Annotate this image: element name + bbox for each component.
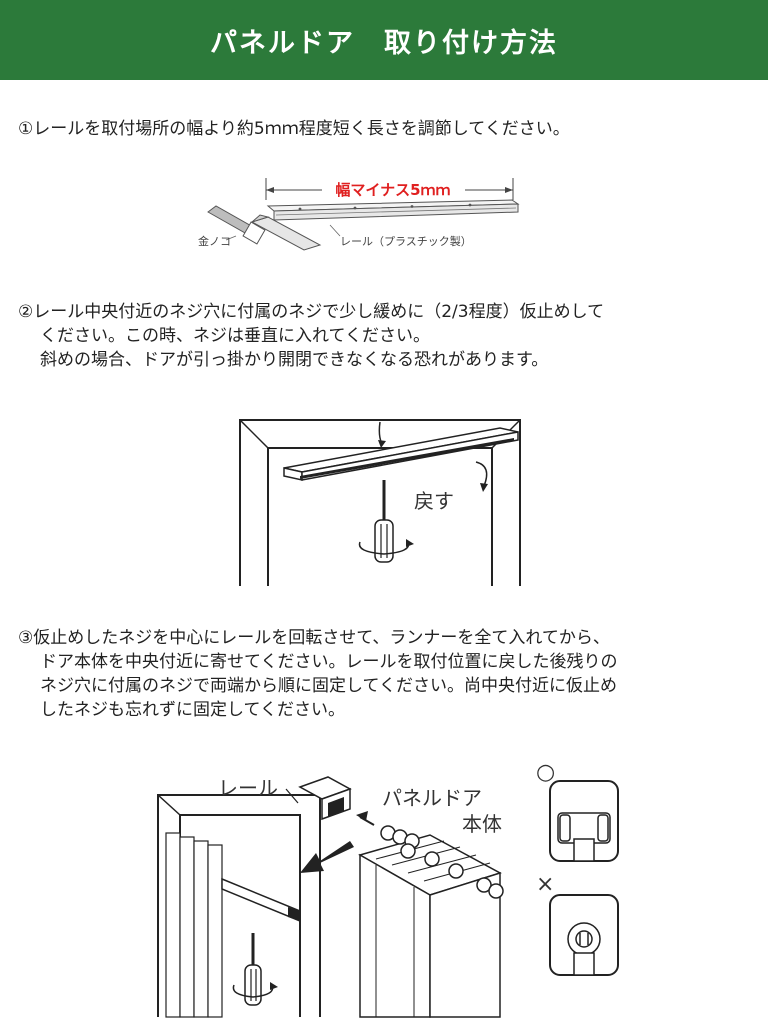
turn-arrow-head bbox=[406, 539, 414, 547]
screwdriver-handle bbox=[374, 519, 394, 563]
runner-wheel bbox=[424, 851, 440, 867]
rail-label: レール bbox=[218, 776, 278, 800]
rail-screw-hole bbox=[468, 203, 472, 207]
dimension-arrow-right bbox=[505, 187, 513, 193]
ng-runner-stem bbox=[573, 952, 595, 976]
rotate-arrow-head bbox=[378, 440, 386, 448]
rail-groove bbox=[275, 207, 517, 216]
runner-wheel bbox=[476, 877, 492, 893]
rail-offcut-end bbox=[251, 214, 270, 223]
door-frame-outer bbox=[157, 794, 321, 1017]
ok-symbol: ○ bbox=[536, 760, 555, 785]
door-frame-corner bbox=[157, 794, 181, 816]
step-3-line-4: したネジも忘れずに固定してください。 bbox=[40, 700, 345, 720]
folded-panel bbox=[207, 844, 223, 1018]
step-1-line-1: ①レールを取付場所の幅より約5ｍｍ程度短く長さを調節してください。 bbox=[18, 119, 570, 139]
ng-symbol: × bbox=[536, 872, 554, 897]
turn-arrow-icon bbox=[358, 541, 410, 555]
saw-handle bbox=[242, 221, 266, 245]
ok-runner-stem bbox=[573, 838, 595, 862]
step-2-line-3: 斜めの場合、ドアが引っ掛かり開閉できなくなる恐れがあります。 bbox=[40, 350, 549, 370]
saw-label: 金ノコ bbox=[198, 234, 231, 248]
saw-leader-line bbox=[225, 235, 237, 241]
runner-insert-arrow-icon bbox=[356, 811, 368, 821]
screwdriver-handle bbox=[244, 964, 262, 1006]
figure-runner-insertion: レール パネルドア 本体 ○ × bbox=[157, 760, 619, 1018]
step-3-line-2: ドア本体を中央付近に寄せてください。レールを取付位置に戻した後残りの bbox=[40, 652, 618, 672]
folded-panel bbox=[165, 832, 181, 1018]
door-frame-outer bbox=[239, 419, 521, 586]
step-2-line-1: ②レール中央付近のネジ穴に付属のネジで少し緩めに（2/3程度）仮止めして bbox=[18, 302, 605, 322]
rail-screw-hole bbox=[298, 207, 302, 211]
turn-arrow-icon bbox=[232, 984, 274, 998]
figure-temporary-screw: 戻す bbox=[239, 419, 521, 586]
ng-runner-wheel-hub bbox=[575, 930, 593, 948]
step-2-instructions: ②レール中央付近のネジ穴に付属のネジで少し緩めに（2/3程度）仮止めして くださ… bbox=[18, 300, 748, 372]
runner-wheel bbox=[488, 883, 504, 899]
runner-wheel bbox=[400, 843, 416, 859]
ok-runner-wheel-right bbox=[597, 814, 609, 842]
installed-rail-end bbox=[288, 907, 300, 921]
rail-groove bbox=[300, 438, 514, 479]
ok-runner-wheel-left bbox=[559, 814, 571, 842]
turn-arrow-head bbox=[270, 982, 278, 990]
rotate-back-arrow-head bbox=[480, 483, 488, 492]
door-body-fold-line bbox=[407, 854, 477, 874]
step-3-instructions: ③仮止めしたネジを中心にレールを回転させて、ランナーを全て入れてから、 ドア本体… bbox=[18, 626, 748, 722]
rail-leader-line bbox=[329, 224, 341, 237]
runner-insert-arrow-shaft bbox=[359, 816, 375, 826]
door-frame-corner bbox=[239, 419, 269, 449]
dimension-arrow-left bbox=[266, 187, 274, 193]
panel-door-body-label: 本体 bbox=[462, 812, 502, 836]
step-1-instructions: ①レールを取付場所の幅より約5ｍｍ程度短く長さを調節してください。 bbox=[18, 117, 748, 141]
rail-front-face bbox=[273, 203, 519, 221]
runner-wheel bbox=[448, 863, 464, 879]
rail-screw-hole bbox=[353, 206, 357, 210]
panel-door-label: パネルドア bbox=[382, 786, 482, 810]
insert-direction-arrow-icon bbox=[300, 841, 354, 873]
figure-rail-cutting: 幅マイナス5ｍｍ 金ノコ レール（プラスチック製） bbox=[198, 178, 520, 251]
rail-screw-hole bbox=[410, 205, 414, 208]
return-label: 戻す bbox=[414, 489, 454, 513]
step-3-line-3: ネジ穴に付属のネジで両端から順に固定してください。尚中央付近に仮止め bbox=[40, 676, 617, 696]
rail-piece-opening bbox=[328, 797, 344, 817]
step-2-line-2: ください。この時、ネジは垂直に入れてください。 bbox=[40, 326, 430, 346]
width-minus-label: 幅マイナス5ｍｍ bbox=[335, 181, 450, 199]
header-banner: パネルドア 取り付け方法 bbox=[0, 0, 768, 80]
door-body-side bbox=[429, 871, 501, 1018]
rotate-back-arrow-icon bbox=[475, 461, 488, 487]
rail-label-leader bbox=[285, 788, 299, 804]
step-3-line-1: ③仮止めしたネジを中心にレールを回転させて、ランナーを全て入れてから、 bbox=[18, 628, 610, 648]
door-frame-inner bbox=[267, 447, 493, 586]
folded-panel bbox=[179, 836, 195, 1018]
page-title: パネルドア 取り付け方法 bbox=[210, 27, 558, 59]
rail-material-label: レール（プラスチック製） bbox=[340, 234, 472, 248]
folded-panel bbox=[193, 840, 209, 1018]
